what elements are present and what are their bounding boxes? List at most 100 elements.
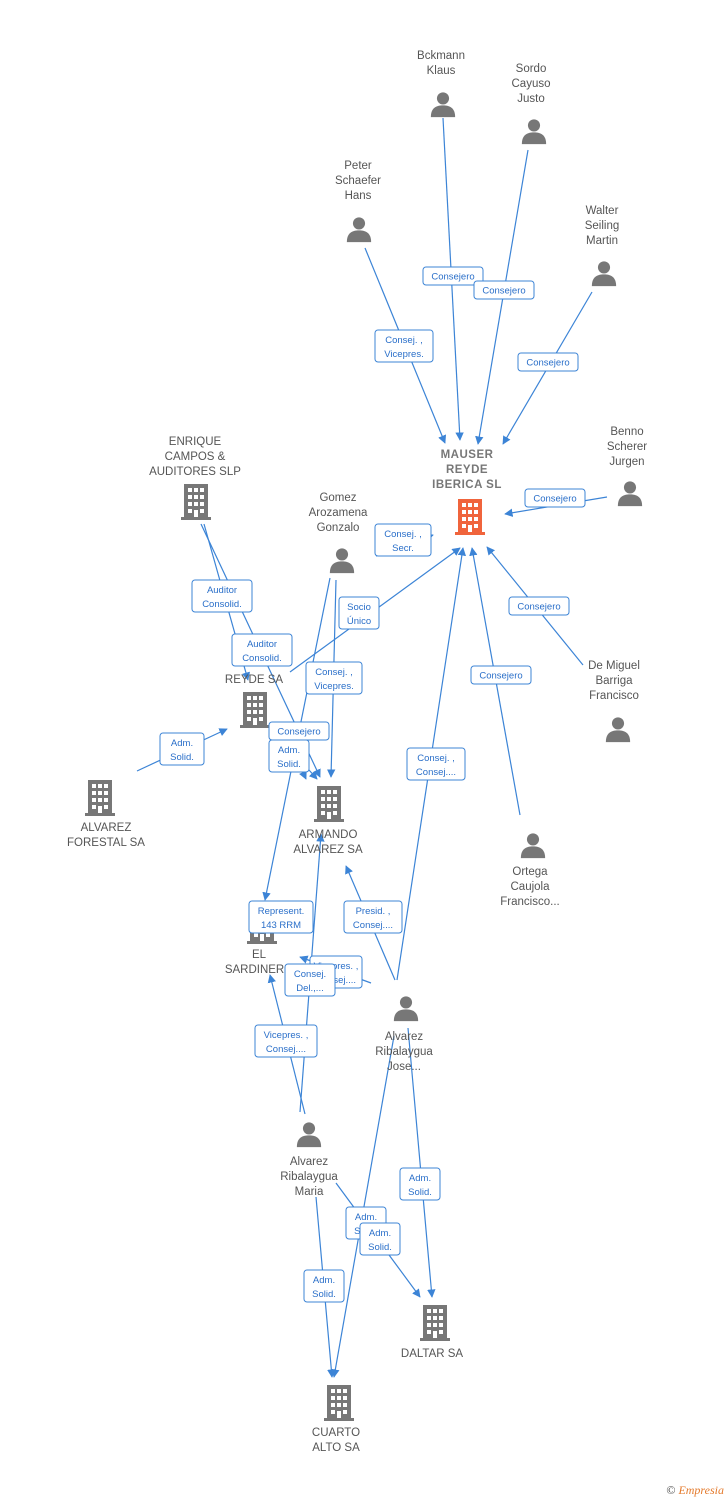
node-label: Jose... <box>387 1061 421 1073</box>
building-icon <box>85 780 115 816</box>
edge-label-text: Consej. , <box>315 667 353 678</box>
person-icon <box>430 92 456 118</box>
edge-label-e12[interactable]: Consej. ,Vicepres. <box>305 661 363 695</box>
edge-label-e6[interactable]: Consej. ,Secr. <box>374 523 432 557</box>
edge-label-box <box>343 900 403 934</box>
edge-label-text: Consejero <box>482 286 525 297</box>
edge-label-e15[interactable]: Adm.Solid. <box>268 739 310 773</box>
node-label: Justo <box>517 93 545 105</box>
node-label: Maria <box>295 1186 324 1198</box>
node-label: ARMANDO <box>299 829 358 841</box>
node-label: DALTAR SA <box>401 1348 464 1360</box>
person-icon <box>346 217 372 243</box>
edge-label-text: Consejero <box>479 671 522 682</box>
node-label: MAUSER <box>441 449 494 461</box>
edge-label-box <box>374 329 434 363</box>
edge-label-e21[interactable]: Vicepres. ,Consej.... <box>254 1024 318 1058</box>
edge-label-e11[interactable]: Consejero <box>470 665 532 685</box>
edge-label-text: Presid. , <box>356 906 391 917</box>
edge-label-e2[interactable]: Consejero <box>473 280 535 300</box>
node-label: Scherer <box>607 441 647 453</box>
edge-label-text: Consolid. <box>202 599 242 610</box>
edge-label-box <box>338 596 380 630</box>
edge-label-box <box>359 1222 401 1256</box>
edge-label-e20[interactable]: Consej.Del.,... <box>284 963 336 997</box>
node-armando[interactable]: ARMANDO ALVAREZ SA <box>293 786 363 856</box>
edge-label-e18[interactable]: Presid. ,Consej.... <box>343 900 403 934</box>
person-icon <box>520 833 546 859</box>
edge-label-text: Auditor <box>207 585 237 596</box>
node-label: Hans <box>345 190 372 202</box>
person-icon <box>521 119 547 145</box>
edge-label-box <box>231 633 293 667</box>
edge-label-box <box>303 1269 345 1303</box>
edges-layer <box>136 117 608 1378</box>
edge-label-text: Del.,... <box>296 983 323 994</box>
node-reyde[interactable]: REYDE SA <box>225 674 283 728</box>
node-jose[interactable]: AlvarezRibalayguaJose... <box>375 996 433 1073</box>
edge-label-e7[interactable]: Consejero <box>508 596 570 616</box>
node-label: CAMPOS & <box>165 451 226 463</box>
node-label: Ribalaygua <box>375 1046 433 1058</box>
building-icon <box>455 499 485 535</box>
edge-label-e22[interactable]: Adm.Solid. <box>399 1167 441 1201</box>
edge-label-e1[interactable]: Consejero <box>422 266 484 286</box>
building-icon <box>420 1305 450 1341</box>
node-label: ALVAREZ SA <box>293 844 363 856</box>
node-label: Bckmann <box>417 50 465 62</box>
edge-label-e14[interactable]: Adm.Solid. <box>159 732 205 766</box>
edge-label-text: Socio <box>347 602 371 613</box>
node-label: Ortega <box>512 866 548 878</box>
edge-label-box <box>524 488 586 508</box>
edge-label-text: Solid. <box>368 1242 392 1253</box>
node-daltar[interactable]: DALTAR SA <box>401 1305 464 1360</box>
node-label: REYDE SA <box>225 674 283 686</box>
building-icon <box>240 692 270 728</box>
node-label: Jurgen <box>609 456 644 468</box>
edge-label-box <box>374 523 432 557</box>
person-icon <box>605 717 631 743</box>
edge-label-box <box>508 596 570 616</box>
edge-label-text: Adm. <box>409 1173 431 1184</box>
brand-logo[interactable]: Empresia <box>678 1483 724 1497</box>
edge-label-e3[interactable]: Consej. ,Vicepres. <box>374 329 434 363</box>
node-label: Walter <box>586 205 619 217</box>
edge-label-e24[interactable]: Adm.Solid. <box>359 1222 401 1256</box>
node-label: Francisco... <box>500 896 559 908</box>
node-label: Barriga <box>595 675 633 687</box>
edge-label-text: Auditor <box>247 639 277 650</box>
edge-label-e4[interactable]: Consejero <box>517 352 579 372</box>
node-label: Caujola <box>511 881 551 893</box>
node-label: EL <box>252 949 267 961</box>
node-label: Gonzalo <box>317 522 360 534</box>
node-ortega[interactable]: OrtegaCaujolaFrancisco... <box>500 833 560 908</box>
node-label: Alvarez <box>290 1156 329 1168</box>
node-label: FORESTAL SA <box>67 837 145 849</box>
building-icon <box>314 786 344 822</box>
edge-label-e17[interactable]: Represent.143 RRM <box>248 900 314 934</box>
edge-label-e16[interactable]: Consej. ,Consej.... <box>406 747 466 781</box>
node-label: IBERICA SL <box>432 479 502 491</box>
node-label: Sordo <box>516 63 547 75</box>
edge-label-e5[interactable]: Consejero <box>524 488 586 508</box>
edge-label-e25[interactable]: Adm.Solid. <box>303 1269 345 1303</box>
edge-label-box <box>305 661 363 695</box>
edge-label-e13[interactable]: Consejero <box>268 721 330 741</box>
